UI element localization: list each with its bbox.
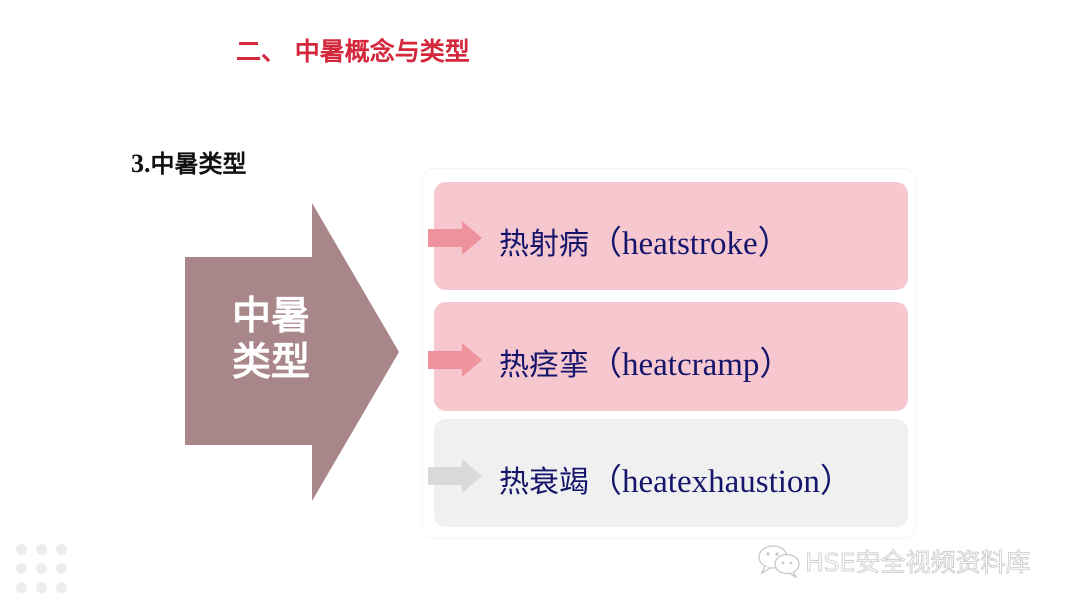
- gray-arrow-icon: [428, 459, 482, 493]
- type-item-heatcramp: 热痉挛（heatcramp）: [428, 302, 908, 411]
- type-name-en: （heatstroke）: [589, 226, 791, 262]
- pink-arrow-icon: [428, 221, 482, 255]
- type-name-cn: 热射病: [499, 227, 589, 262]
- type-label: 热痉挛（heatcramp）: [499, 337, 792, 385]
- main-arrow-shape: [185, 203, 399, 501]
- type-name-cn: 热痉挛: [499, 348, 589, 383]
- wechat-icon: [758, 545, 800, 578]
- subtitle: 3.中暑类型: [131, 144, 247, 179]
- type-name-en: （heatcramp）: [589, 347, 793, 383]
- subtitle-text: 中暑类型: [150, 150, 247, 178]
- watermark: HSE安全视频资料库: [757, 543, 1031, 579]
- type-item-heatstroke: 热射病（heatstroke）: [428, 182, 908, 290]
- watermark-text: HSE安全视频资料库: [805, 548, 1031, 578]
- decorative-dot-grid: [14, 542, 74, 602]
- type-item-heatexhaustion: 热衰竭（heatexhaustion）: [428, 419, 908, 527]
- main-arrow-line2: 类型: [231, 340, 310, 385]
- pink-arrow-icon: [428, 343, 482, 377]
- main-arrow-line1: 中暑: [231, 294, 310, 339]
- type-name-cn: 热衰竭: [499, 465, 589, 500]
- type-label: 热射病（heatstroke）: [499, 216, 791, 264]
- subtitle-number: 3.: [131, 149, 151, 178]
- main-arrow-label: 中暑 类型: [226, 294, 316, 386]
- type-name-en: （heatexhaustion）: [589, 464, 853, 500]
- types-panel: [422, 168, 916, 539]
- section-title: 二、 中暑概念与类型: [236, 37, 470, 66]
- type-label: 热衰竭（heatexhaustion）: [499, 454, 853, 502]
